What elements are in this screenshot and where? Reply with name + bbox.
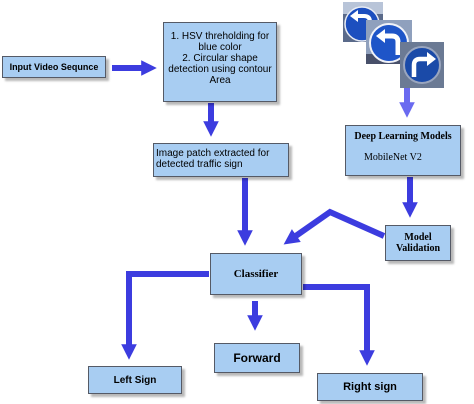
left-sign-label: Left Sign: [113, 374, 157, 386]
model-validation-label: Model Validation: [395, 232, 441, 254]
forward-box: Forward: [214, 343, 300, 373]
arrow-validation-to-classifier: [283, 208, 386, 245]
input-video-sequence-box: Input Video Sequnce: [2, 56, 106, 78]
arrow-classifier-to-left: [121, 271, 209, 360]
input-video-sequence-label: Input Video Sequnce: [9, 62, 99, 72]
mobilenet-label: MobileNet V2: [364, 152, 422, 163]
hsv-step-2: 2. Circular shape detection using contou…: [168, 53, 272, 86]
forward-label: Forward: [233, 351, 281, 365]
traffic-sign-photo-3: [400, 42, 444, 88]
deep-learning-models-box: Deep Learning Models MobileNet V2: [345, 125, 461, 176]
right-sign-box: Right sign: [317, 373, 423, 401]
image-patch-label: Image patch extracted for detected traff…: [156, 148, 270, 170]
model-validation-box: Model Validation: [385, 225, 451, 261]
right-sign-label: Right sign: [343, 381, 397, 393]
arrow-classifier-to-right: [303, 284, 375, 366]
hsv-detection-box: 1. HSV threholding for blue color 2. Cir…: [163, 22, 277, 102]
classifier-box: Classifier: [210, 253, 302, 295]
deep-learning-models-title: Deep Learning Models: [354, 131, 452, 142]
image-patch-box: Image patch extracted for detected traff…: [153, 143, 289, 177]
hsv-step-1: 1. HSV threholding for blue color: [170, 31, 270, 53]
left-sign-box: Left Sign: [88, 366, 182, 394]
traffic-sign-photo-1: [343, 2, 383, 42]
classifier-label: Classifier: [233, 268, 279, 280]
